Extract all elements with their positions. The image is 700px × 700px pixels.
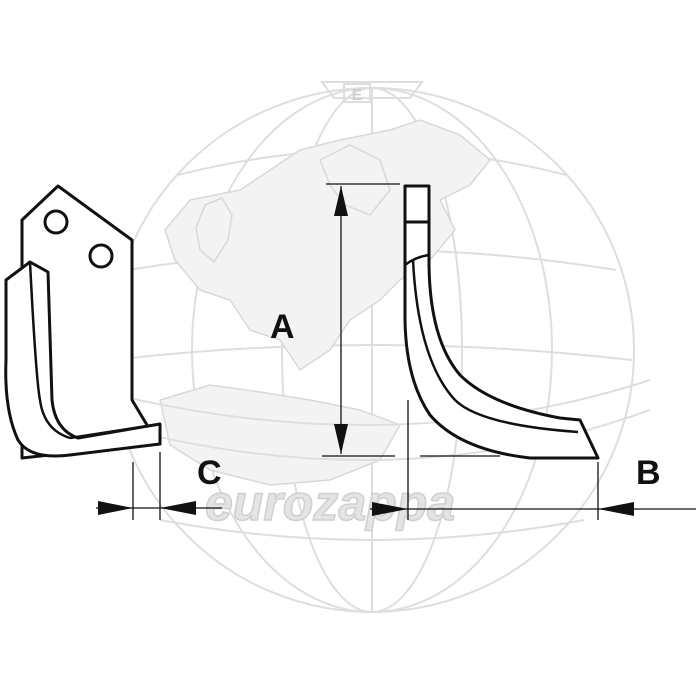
dimension-b-label: B	[636, 454, 661, 492]
blade-side-view	[403, 184, 600, 460]
blade-front-view	[4, 184, 162, 460]
dimension-a: A	[270, 183, 400, 457]
watermark-brand: eurozappa	[205, 475, 455, 531]
uk-land	[195, 197, 233, 264]
emblem-letter: E	[352, 87, 363, 104]
emblem-logo: E	[320, 81, 424, 104]
dimension-b: B	[370, 400, 696, 520]
mounting-hole-2	[88, 243, 114, 269]
scandinavia-land	[319, 144, 391, 216]
dimension-a-label: A	[270, 308, 295, 346]
africa-land	[159, 384, 402, 486]
watermark-globe: E eurozappa	[59, 81, 651, 613]
dimension-c: C	[96, 452, 222, 520]
dimension-c-label: C	[197, 454, 222, 492]
mounting-hole-1	[43, 209, 69, 235]
